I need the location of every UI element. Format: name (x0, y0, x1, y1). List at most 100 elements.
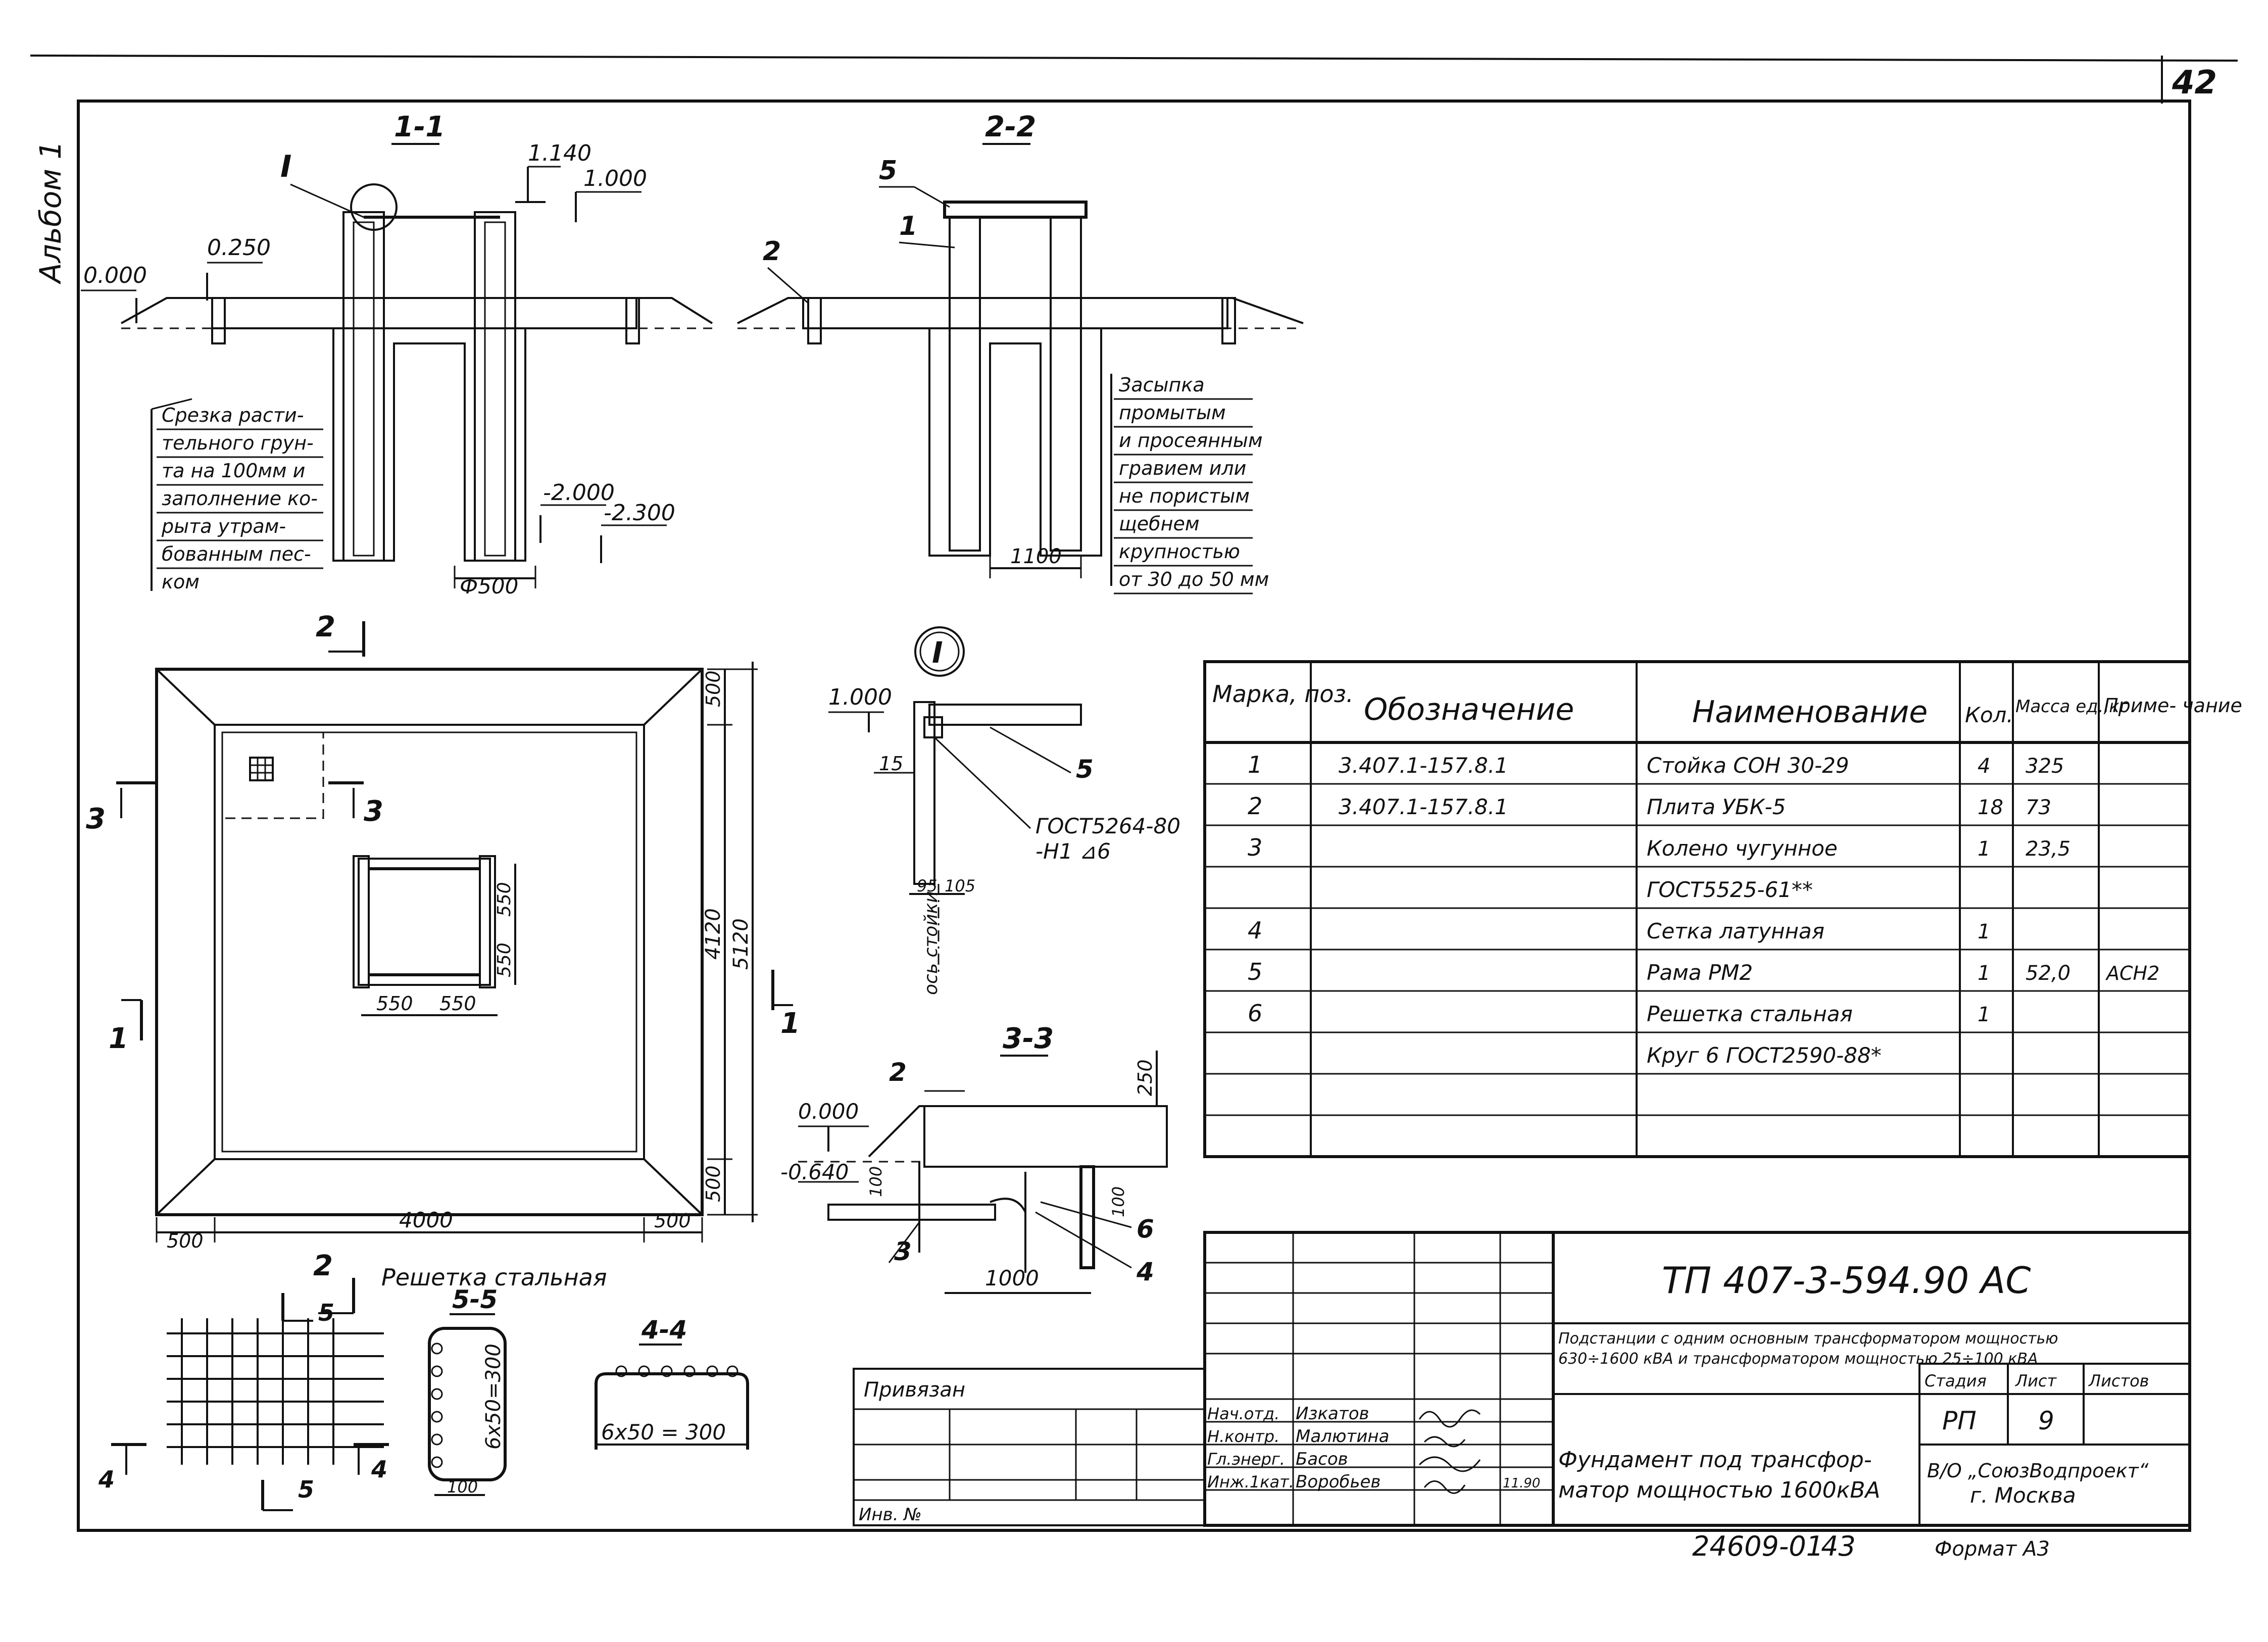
section-1-1: 1-1 I 1.140 1.000 0.250 0.000 (81, 111, 713, 599)
org-line-1: В/О „СоюзВодпроект“ (1927, 1460, 2149, 1482)
plan-cut-3-right: 3 (364, 795, 383, 828)
s55-dim-100: 100 (447, 1477, 478, 1497)
section-1-1-title: 1-1 (394, 111, 445, 143)
spec-cell-mark: 2 (1248, 792, 1262, 820)
plan-dim-5120: 5120 (729, 918, 753, 970)
plan-cut-1-left: 1 (109, 1022, 128, 1055)
stage-value: РП (1942, 1406, 1977, 1435)
spec-cell-mass: 73 (2026, 796, 2051, 819)
plan-dim-4000: 4000 (399, 1208, 453, 1232)
spec-cell-name: ГОСТ5525-61** (1647, 877, 1813, 902)
drawing-code: ТП 407-3-594.90 АС (1662, 1259, 2031, 1302)
node-pos-5: 5 (1076, 755, 1094, 784)
steel-grid: 5 4 4 5 (98, 1293, 389, 1511)
spec-cell-name: Плита УБК-5 (1647, 794, 1786, 819)
spec-header-mass: Масса ед.,кг (2015, 696, 2129, 717)
staff-name-3: Воробьев (1296, 1472, 1380, 1492)
spec-cell-designation: 3.407.1-157.8.1 (1339, 794, 1508, 819)
elev-m2000: -2.000 (543, 480, 615, 506)
spec-cell-name: Решетка стальная (1647, 1002, 1853, 1026)
sheet-header: Лист (2015, 1371, 2057, 1390)
plan-cut-2-top: 2 (316, 611, 335, 643)
plan-dim-550-a: 550 (376, 992, 413, 1015)
s33-pos-6: 6 (1137, 1214, 1154, 1243)
spec-header-note: Приме- чание (2104, 694, 2242, 717)
plan-dim-550-b: 550 (439, 992, 476, 1015)
project-line-2: 630÷1600 кВА и трансформатором мощностью… (1558, 1350, 2038, 1368)
grid-cut-4-left: 4 (98, 1466, 115, 1493)
sheet-value: 9 (2038, 1406, 2054, 1435)
spec-table: Марка, поз. Обозначение Наименование Кол… (1203, 660, 2242, 1158)
plan-dim-550-v1: 550 (494, 882, 515, 917)
spec-cell-qty: 1 (1978, 962, 1990, 985)
node-I: I 1.000 15 ГОСТ5264-80 -Н1 ⊿6 5 95 105 о… (828, 626, 1180, 995)
signature-1 (1423, 1436, 1466, 1448)
grid-cut-5-bot: 5 (298, 1476, 314, 1503)
note-1-1: Срезка расти- тельного грун- та на 100мм… (161, 404, 324, 593)
node-ref-weld: -Н1 ⊿6 (1036, 839, 1111, 864)
node-dim-95: 95 (917, 876, 938, 895)
spec-cell-mark: 5 (1248, 958, 1262, 985)
org-line-2: г. Москва (1970, 1483, 2076, 1508)
inv-label: Инв. № (859, 1505, 922, 1525)
plan-cut-1-right: 1 (780, 1007, 800, 1040)
album-label: Альбом 1 (33, 141, 68, 285)
drawing-title-2: матор мощностью 1600кВА (1558, 1477, 1880, 1503)
spec-cell-mark: 6 (1248, 1000, 1262, 1027)
elev-1000: 1.000 (583, 166, 647, 191)
spec-cell-qty: 1 (1978, 1003, 1990, 1026)
s33-elev-0000: 0.000 (798, 1099, 859, 1124)
s22-pos-5: 5 (879, 156, 897, 186)
spec-cell-name: Круг 6 ГОСТ2590-88* (1647, 1043, 1882, 1068)
node-I-callout: I (932, 635, 943, 670)
grid-cut-5-top: 5 (318, 1299, 334, 1326)
project-line-1: Подстанции с одним основным трансформато… (1558, 1330, 2058, 1348)
plan-view: 2 3 3 1 1 2 Решетка стальная 500 4000 50… (86, 611, 800, 1314)
staff-role-1: Н.контр. (1207, 1427, 1279, 1446)
spec-cell-note: АСН2 (2105, 962, 2159, 984)
staff-role-3: Инж.1кат. (1207, 1472, 1294, 1491)
s55-dim: 6x50=300 (482, 1344, 505, 1450)
plan-dim-500-bot: 500 (702, 1165, 724, 1202)
node-ref-gost: ГОСТ5264-80 (1036, 814, 1180, 838)
s33-elev-m0640: -0.640 (780, 1160, 849, 1184)
s22-pos-1: 1 (899, 211, 917, 241)
node-elev-1000: 1.000 (828, 684, 892, 710)
spec-cell-designation: 3.407.1-157.8.1 (1339, 753, 1508, 778)
spec-cell-name: Стойка СОН 30-29 (1647, 753, 1849, 778)
spec-cell-qty: 18 (1978, 796, 2003, 819)
s33-dim-250: 250 (1134, 1059, 1156, 1096)
spec-cell-mark: 3 (1248, 834, 1262, 861)
grid-cut-4-right: 4 (371, 1456, 387, 1483)
note-2-2: Засыпка промытым и просеянным гравием ил… (1119, 374, 1269, 590)
staff-name-0: Изкатов (1296, 1404, 1369, 1424)
s33-dim-100: 100 (866, 1166, 885, 1197)
sheet-corner-number: 42 (2172, 64, 2217, 102)
section-5-5: 5-5 6x50=300 100 (428, 1285, 507, 1497)
staff-name-1: Малютина (1296, 1426, 1390, 1447)
spec-header-designation: Обозначение (1364, 692, 1574, 727)
s33-pos-4: 4 (1136, 1257, 1154, 1286)
s33-dim-1000: 1000 (985, 1266, 1039, 1290)
section-2-2-title: 2-2 (985, 111, 1036, 143)
spec-cell-qty: 1 (1978, 837, 1990, 861)
spec-cell-mark: 1 (1248, 751, 1262, 778)
callout-I: I (280, 149, 291, 184)
spec-cell-qty: 4 (1978, 755, 1990, 778)
s33-pos-3: 3 (894, 1237, 912, 1266)
s33-pos-2: 2 (889, 1058, 907, 1087)
node-axis-label: ось стойки (921, 891, 942, 995)
format-label: Формат А3 (1935, 1537, 2050, 1561)
spec-header-mark: Марка, поз. (1212, 680, 1354, 708)
plan-dim-550-v2: 550 (494, 942, 515, 977)
sheets-header: Листов (2088, 1371, 2149, 1390)
spec-cell-qty: 1 (1978, 920, 1990, 943)
s22-pos-2: 2 (763, 236, 781, 267)
signature-2 (1418, 1456, 1481, 1472)
section-5-5-title: 5-5 (452, 1285, 498, 1314)
drawing-title-1: Фундамент под трансфор- (1558, 1447, 1872, 1473)
section-3-3: 3-3 2 0.000 -0.640 250 100 100 1000 3 6 … (780, 1022, 1168, 1294)
spec-cell-name: Колено чугунное (1647, 836, 1838, 861)
